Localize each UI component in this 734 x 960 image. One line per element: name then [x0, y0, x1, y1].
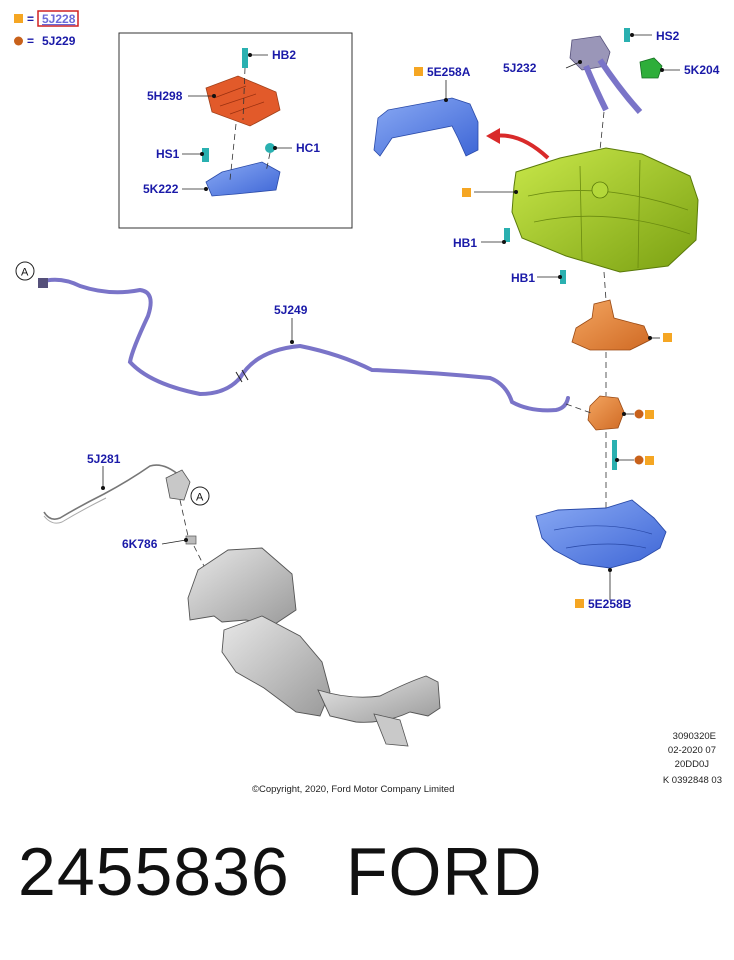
legend-square-icon — [14, 14, 23, 23]
valve-hose-part[interactable] — [583, 58, 643, 115]
move-arrow-icon — [493, 133, 550, 160]
callout-hs2[interactable]: HS2 — [656, 29, 680, 43]
pump-group — [571, 299, 672, 510]
reference-a-label: A — [196, 492, 204, 504]
shield-5e258b-part[interactable] — [535, 499, 667, 569]
shield-5e258b-group: 5E258B — [535, 499, 667, 611]
callout-hs1[interactable]: HS1 — [156, 147, 180, 161]
callout-5j281[interactable]: 5J281 — [87, 452, 121, 466]
callout-5k222[interactable]: 5K222 — [143, 182, 179, 196]
heat-shield-part[interactable] — [205, 75, 281, 127]
legend-highlight-box — [37, 10, 79, 27]
sensor-5k204-part[interactable] — [639, 57, 663, 79]
part-number: 2455836 — [18, 834, 290, 910]
catalyst-part[interactable] — [187, 547, 297, 627]
doc-code: 3090320E — [673, 731, 716, 742]
status-square-icon — [645, 456, 654, 465]
callout-hc1[interactable]: HC1 — [296, 141, 320, 155]
status-square-icon — [462, 188, 471, 197]
doc-code: 20DD0J — [675, 759, 710, 770]
doc-code: K 0392848 03 — [663, 775, 722, 786]
exhaust-group: 5J281 A 6K786 — [43, 452, 441, 747]
reference-a-marker[interactable] — [15, 261, 35, 281]
status-circle-icon — [634, 455, 644, 465]
legend-code-5j228[interactable]: 5J228 — [42, 12, 76, 26]
inset-frame — [118, 32, 353, 229]
fitting-part[interactable] — [165, 469, 191, 501]
reference-a-label: A — [21, 267, 29, 279]
bracket-part[interactable] — [205, 161, 281, 197]
legend: = 5J228 = 5J229 — [14, 10, 79, 48]
callout-5k204[interactable]: 5K204 — [684, 63, 720, 77]
hc1-clip-part[interactable] — [265, 143, 275, 153]
legend-equals: = — [27, 12, 34, 26]
legend-code-5j229[interactable]: 5J229 — [42, 34, 76, 48]
callout-5h298[interactable]: 5H298 — [147, 89, 183, 103]
callout-hb1-lower[interactable]: HB1 — [511, 271, 535, 285]
hs2-screw-part[interactable] — [624, 28, 630, 42]
callout-5j249[interactable]: 5J249 — [274, 303, 308, 317]
callout-5e258a[interactable]: 5E258A — [427, 65, 471, 79]
inset-detail: HB2 5H298 HS1 HC1 5K222 — [118, 32, 353, 229]
legend-equals: = — [27, 34, 34, 48]
urea-tank-part[interactable] — [511, 147, 699, 273]
particulate-filter-part[interactable] — [221, 615, 331, 717]
status-square-icon — [575, 599, 584, 608]
shield-5e258a-group: 5E258A — [373, 65, 550, 160]
status-circle-icon — [634, 409, 644, 419]
tube-5j281-part[interactable] — [43, 464, 181, 520]
hb1-bolt-part[interactable] — [560, 270, 566, 284]
tank-group: HB1 HB1 — [453, 147, 699, 301]
callout-5e258b[interactable]: 5E258B — [588, 597, 632, 611]
callout-6k786[interactable]: 6K786 — [122, 537, 158, 551]
doc-code: 02-2020 07 — [668, 745, 716, 756]
pump-module-part[interactable] — [571, 299, 651, 351]
brand-name: FORD — [346, 834, 543, 910]
hs1-screw-part[interactable] — [202, 148, 209, 162]
status-square-icon — [663, 333, 672, 342]
callout-hb2[interactable]: HB2 — [272, 48, 296, 62]
connector-part[interactable] — [38, 278, 48, 288]
hb2-bolt-part[interactable] — [242, 48, 248, 68]
line-5j249-group: A 5J249 — [15, 261, 595, 415]
heater-element-part[interactable] — [587, 395, 625, 431]
line-5j249-part[interactable] — [38, 277, 570, 413]
status-square-icon — [645, 410, 654, 419]
doc-codes: 3090320E 02-2020 07 20DD0J K 0392848 03 — [663, 731, 722, 786]
arrowhead-icon — [486, 128, 500, 144]
sensor-probe-part[interactable] — [612, 440, 617, 470]
status-square-icon — [414, 67, 423, 76]
legend-circle-icon — [14, 36, 23, 46]
callout-5j232[interactable]: 5J232 — [503, 61, 537, 75]
reference-a-marker[interactable] — [190, 486, 210, 506]
shield-5e258a-part[interactable] — [373, 97, 479, 157]
valve-group: 5J232 HS2 5K204 — [503, 28, 720, 151]
copyright-text: ©Copyright, 2020, Ford Motor Company Lim… — [252, 784, 454, 795]
callout-hb1-upper[interactable]: HB1 — [453, 236, 477, 250]
hb1-bolt-part[interactable] — [504, 228, 510, 242]
